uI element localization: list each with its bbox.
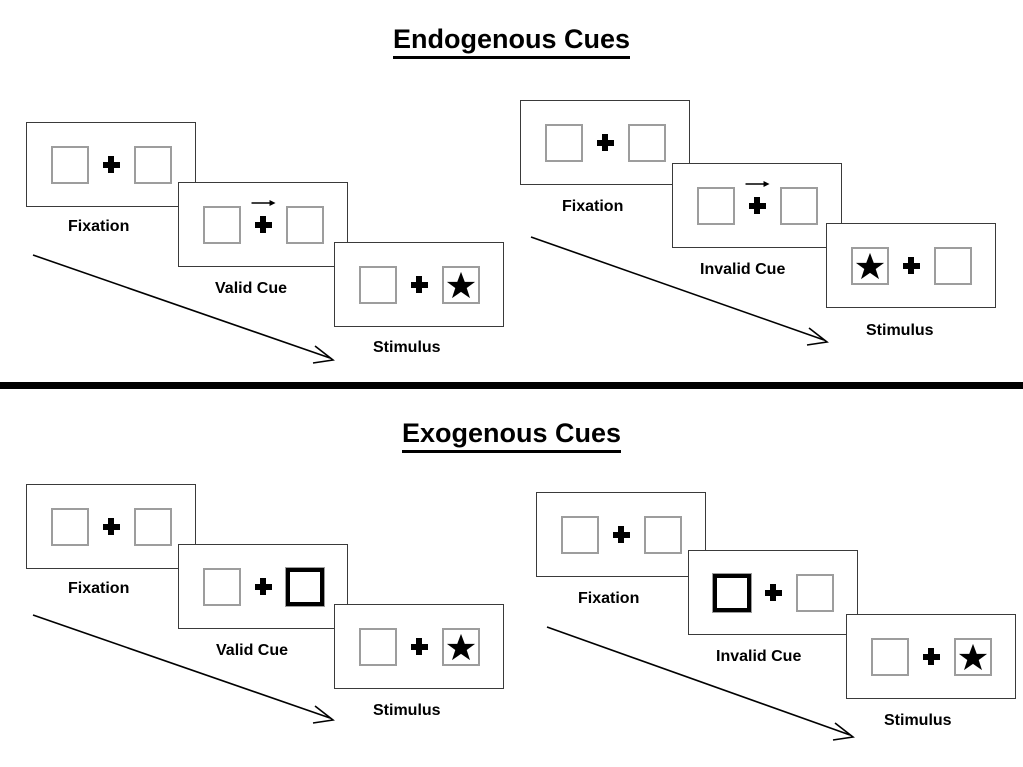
- cued-box-left: [711, 572, 752, 613]
- plus-icon: [102, 518, 120, 535]
- section-exogenous-cues: Exogenous Cues Fixation Valid Cue: [0, 392, 1023, 767]
- caption-exogenous-invalid-cue: Invalid Cue: [716, 648, 802, 665]
- placeholder-box-right: [133, 145, 172, 184]
- caption-endogenous-invalid-fixation: Fixation: [562, 198, 624, 215]
- caption-exogenous-valid-fixation: Fixation: [68, 580, 130, 597]
- trial-panel-exogenous-valid-cue: [178, 544, 348, 629]
- caption-endogenous-invalid-cue: Invalid Cue: [700, 261, 786, 278]
- placeholder-box-left: [544, 123, 583, 162]
- placeholder-box-left: [560, 515, 599, 554]
- arrow-right-icon: [251, 199, 277, 209]
- cued-box-right: [284, 566, 325, 607]
- caption-exogenous-invalid-fixation: Fixation: [578, 590, 640, 607]
- trial-panel-exogenous-valid-fixation: [26, 484, 196, 569]
- placeholder-box-left: [870, 637, 909, 676]
- display-content: [358, 265, 480, 304]
- section-endogenous-cues: Endogenous Cues Fixation Valid Cue: [0, 24, 1023, 368]
- display-content: [544, 123, 666, 162]
- placeholder-box-left: [202, 205, 241, 244]
- plus-icon: [251, 200, 276, 233]
- plus-icon: [410, 276, 428, 293]
- placeholder-box-left: [358, 265, 397, 304]
- section-title-exogenous: Exogenous Cues: [0, 418, 1023, 453]
- caption-endogenous-valid-fixation: Fixation: [68, 218, 130, 235]
- trial-panel-exogenous-invalid-fixation: [536, 492, 706, 577]
- display-content: [358, 627, 480, 666]
- display-content: [202, 566, 325, 607]
- placeholder-box-right: [795, 573, 834, 612]
- placeholder-box-left: [202, 567, 241, 606]
- star-icon: [446, 270, 476, 300]
- caption-endogenous-invalid-stimulus: Stimulus: [866, 322, 934, 339]
- plus-icon: [102, 156, 120, 173]
- trial-panel-exogenous-invalid-stimulus: [846, 614, 1016, 699]
- display-content: [202, 200, 324, 244]
- caption-exogenous-valid-stimulus: Stimulus: [373, 702, 441, 719]
- display-content: [50, 507, 172, 546]
- caption-exogenous-valid-cue: Valid Cue: [216, 642, 289, 659]
- plus-icon: [596, 134, 614, 151]
- trial-panel-endogenous-valid-cue: [178, 182, 348, 267]
- display-content: [696, 181, 818, 225]
- star-icon: [958, 642, 988, 672]
- placeholder-box-left: [50, 507, 89, 546]
- caption-exogenous-invalid-stimulus: Stimulus: [884, 712, 952, 729]
- section-title-endogenous: Endogenous Cues: [0, 24, 1023, 59]
- plus-icon: [410, 638, 428, 655]
- placeholder-box-right: [933, 246, 972, 285]
- trial-panel-endogenous-invalid-fixation: [520, 100, 690, 185]
- trial-panel-exogenous-valid-stimulus: [334, 604, 504, 689]
- star-icon: [855, 251, 885, 281]
- placeholder-box-right: [133, 507, 172, 546]
- plus-icon: [902, 257, 920, 274]
- trial-panel-endogenous-invalid-stimulus: [826, 223, 996, 308]
- plus-icon: [764, 584, 782, 601]
- plus-icon: [922, 648, 940, 665]
- trial-panel-endogenous-invalid-cue: [672, 163, 842, 248]
- time-flow-arrow-icon-exogenous-invalid-main: [544, 622, 859, 747]
- placeholder-box-right: [643, 515, 682, 554]
- plus-icon: [612, 526, 630, 543]
- target-box-right: [441, 627, 480, 666]
- placeholder-box-right: [627, 123, 666, 162]
- plus-icon: [745, 181, 770, 214]
- target-box-left: [850, 246, 889, 285]
- placeholder-box-left: [50, 145, 89, 184]
- time-flow-arrow-icon-endogenous-invalid: [528, 232, 833, 350]
- caption-endogenous-valid-cue: Valid Cue: [215, 280, 288, 297]
- placeholder-box-right: [285, 205, 324, 244]
- target-box-right: [953, 637, 992, 676]
- trial-panel-endogenous-valid-stimulus: [334, 242, 504, 327]
- display-content: [50, 145, 172, 184]
- display-content: [560, 515, 682, 554]
- time-flow-arrow-icon-endogenous-valid: [30, 250, 340, 368]
- placeholder-box-left: [358, 627, 397, 666]
- display-content: [711, 572, 834, 613]
- section-divider: [0, 382, 1023, 389]
- section-title-endogenous-text: Endogenous Cues: [392, 24, 630, 59]
- section-title-exogenous-text: Exogenous Cues: [401, 418, 622, 453]
- arrow-right-icon: [745, 180, 771, 190]
- placeholder-box-right: [779, 186, 818, 225]
- display-content: [850, 246, 972, 285]
- caption-endogenous-valid-stimulus: Stimulus: [373, 339, 441, 356]
- plus-icon: [254, 578, 272, 595]
- trial-panel-exogenous-invalid-cue: [688, 550, 858, 635]
- trial-panel-endogenous-valid-fixation: [26, 122, 196, 207]
- placeholder-box-left: [696, 186, 735, 225]
- star-icon: [446, 632, 476, 662]
- display-content: [870, 637, 992, 676]
- target-box-right: [441, 265, 480, 304]
